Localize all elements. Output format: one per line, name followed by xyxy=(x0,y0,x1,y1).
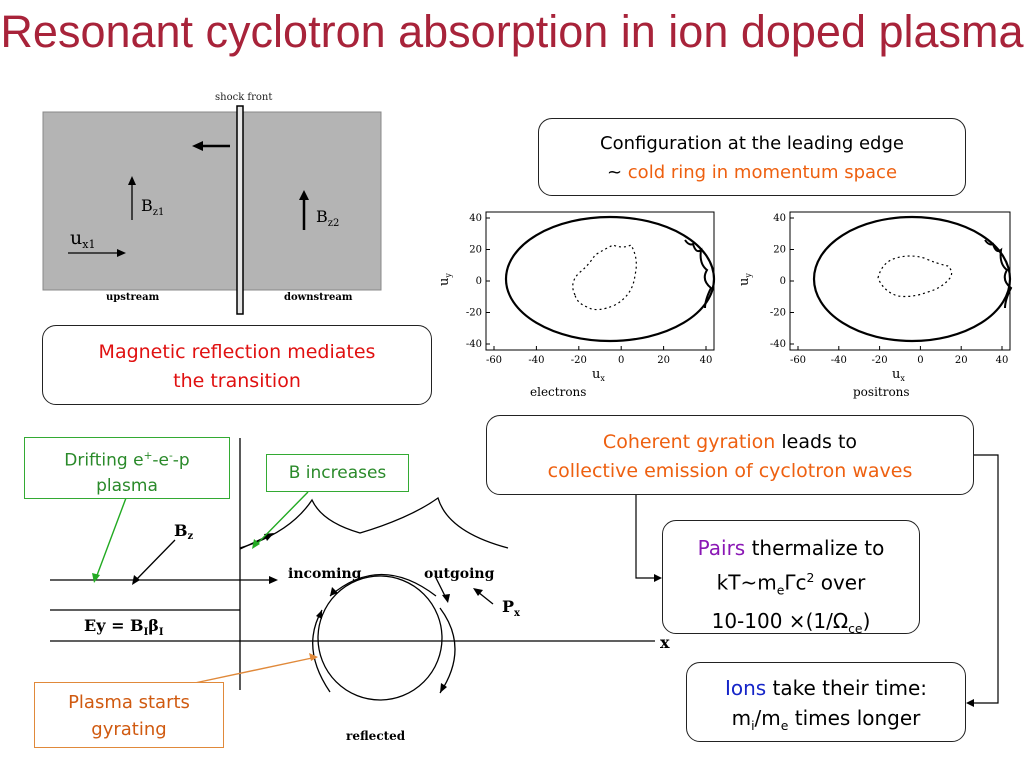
pairs-box: Pairs thermalize to kT~meΓc2 over 10-100… xyxy=(662,520,920,636)
electrons-ring xyxy=(504,215,716,343)
shock-front-label: shock front xyxy=(215,92,272,103)
bz-label: Bz xyxy=(174,521,194,542)
connector-coherent-ions-head xyxy=(966,699,974,707)
electrons-caption: electrons xyxy=(530,385,586,399)
coherent-line1: Coherent gyration leads to xyxy=(602,431,858,453)
gyrating-line1: Plasma starts xyxy=(68,692,190,713)
shock-panel xyxy=(42,111,382,291)
magnetic-line1: Magnetic reflection mediates xyxy=(98,341,376,363)
reflected-label: reflected xyxy=(346,729,406,743)
positrons-ring-edge xyxy=(984,239,1013,309)
config-highlight: cold ring in momentum space xyxy=(627,162,898,183)
electrons-plot: electrons ux uy -60 -40 -20 0 20 40 40 20 0 -20 -4… xyxy=(437,211,716,399)
orbit-circle-inner xyxy=(317,575,443,701)
orbit-arc-left xyxy=(312,609,331,693)
orbit-arc-top xyxy=(329,573,437,597)
orbit-arc-right xyxy=(439,607,456,694)
positrons-xtick-label: 0 xyxy=(917,355,923,366)
bz2-arrowhead xyxy=(299,190,309,200)
pairs-line1: Pairs thermalize to xyxy=(697,536,885,560)
config-line2: ~ cold ring in momentum space xyxy=(606,162,898,183)
positrons-xtick-label: 20 xyxy=(955,355,968,366)
ions-box: Ions take their time: mi/me times longer xyxy=(686,662,966,742)
drifting-pointer xyxy=(95,497,127,579)
electrons-ytick-label: 0 xyxy=(476,276,482,287)
b-increases-label: B increases xyxy=(288,463,387,483)
incoming-label: incoming xyxy=(288,566,362,582)
px-label: Px xyxy=(502,597,521,619)
ions-line1: Ions take their time: xyxy=(724,676,928,700)
connector-coherent-ions xyxy=(972,454,999,704)
positrons-xtick-label: -60 xyxy=(790,355,806,366)
orbit-figure: Bz incoming outgoing Px x Ey = BIβI refl… xyxy=(50,438,670,743)
pairs-line2: kT~meΓc2 over xyxy=(716,570,866,598)
electrons-ring-edge xyxy=(684,239,713,309)
magnetic-reflection-box: Magnetic reflection mediates the transit… xyxy=(42,325,432,405)
bz1-arrowhead xyxy=(128,176,136,185)
drifting-line2: plasma xyxy=(96,475,158,496)
positrons-ytick-label: 40 xyxy=(773,213,786,224)
drifting-line1: Drifting e+-e--p xyxy=(64,450,190,471)
phase-space-plots: electrons ux uy -60 -40 -20 0 20 40 40 20 0 -20 -4… xyxy=(437,211,1013,399)
positrons-ytick-label: 0 xyxy=(780,276,786,287)
ux1-label: ux1 xyxy=(70,227,95,251)
positrons-ylabel: uy xyxy=(737,273,753,286)
gyrating-line2: gyrating xyxy=(91,719,167,740)
ux1-arrowhead xyxy=(117,249,126,257)
electrons-xtick-label: -20 xyxy=(571,355,587,366)
positrons-plot: positrons ux uy -60 -40 -20 0 20 40 40 20 0 -20 -4… xyxy=(737,211,1013,399)
positrons-xtick-label: 40 xyxy=(996,355,1009,366)
ions-line2: mi/me times longer xyxy=(731,706,921,733)
electrons-ylabel: uy xyxy=(437,273,453,286)
electrons-ytick-label: 20 xyxy=(469,245,482,256)
upstream-label: upstream xyxy=(106,292,160,303)
positrons-caption: positrons xyxy=(853,385,910,399)
b-increases-box: B increases xyxy=(266,454,409,492)
plasma-gyrating-box: Plasma starts gyrating xyxy=(34,682,224,748)
coherent-line2: collective emission of cyclotron waves xyxy=(547,460,913,482)
electrons-xlabel: ux xyxy=(592,367,605,383)
shock-motion-arrowhead xyxy=(192,141,203,151)
positrons-xtick-label: -40 xyxy=(831,355,847,366)
electrons-xtick-label: 20 xyxy=(657,355,670,366)
downstream-label: downstream xyxy=(284,292,353,303)
configuration-box: Configuration at the leading edge ~ cold… xyxy=(538,118,966,196)
ey-label: Ey = BIβI xyxy=(84,616,164,638)
electrons-ytick-label: -20 xyxy=(466,308,482,319)
positrons-ring xyxy=(812,215,1012,343)
electrons-xtick-label: -60 xyxy=(486,355,502,366)
binc-pointer xyxy=(255,491,309,546)
bz2-label: Bz2 xyxy=(316,207,339,229)
electrons-inner-dots xyxy=(572,244,637,311)
positrons-ytick-label: -40 xyxy=(770,339,786,350)
electrons-ytick-label: -40 xyxy=(466,339,482,350)
positrons-ytick-label: 20 xyxy=(773,245,786,256)
positrons-xtick-label: -20 xyxy=(872,355,888,366)
config-line1: Configuration at the leading edge xyxy=(600,133,904,154)
slide-title: Resonant cyclotron absorption in ion dop… xyxy=(0,6,1024,57)
positrons-inner-dots xyxy=(877,255,953,298)
shock-front-figure: shock front Bz1 Bz2 ux1 upstream downstr… xyxy=(42,92,382,315)
drifting-plasma-box: Drifting e+-e--p plasma xyxy=(24,437,230,499)
pairs-line3: 10-100 ×(1/Ωce) xyxy=(711,608,871,636)
electrons-xtick-label: 40 xyxy=(700,355,713,366)
electrons-xtick-label: -40 xyxy=(528,355,544,366)
magnetic-line2: the transition xyxy=(173,370,301,392)
positrons-ytick-label: -20 xyxy=(770,308,786,319)
electrons-xtick-label: 0 xyxy=(618,355,624,366)
positrons-xlabel: ux xyxy=(892,367,905,383)
field-profile xyxy=(239,496,509,549)
electrons-ytick-label: 40 xyxy=(469,213,482,224)
x-label: x xyxy=(660,633,670,652)
shock-front-bar xyxy=(236,105,244,315)
coherent-gyration-box: Coherent gyration leads to collective em… xyxy=(486,415,974,495)
outgoing-label: outgoing xyxy=(424,566,495,582)
gyrating-pointer xyxy=(189,657,313,685)
bz1-label: Bz1 xyxy=(141,196,164,218)
